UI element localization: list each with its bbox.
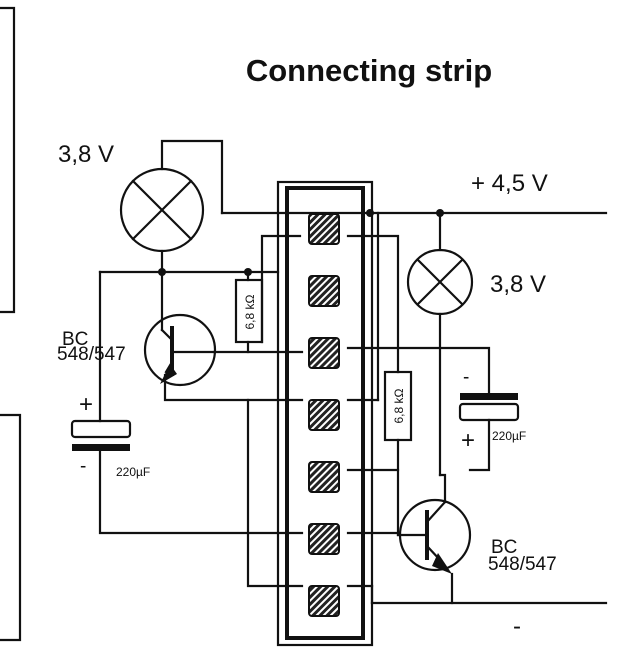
left-frame-bottom: [0, 413, 22, 642]
left-capacitor-value: 220µF: [116, 465, 150, 479]
right-transistor-type-line2: 548/547: [488, 554, 557, 575]
strip-terminal: [308, 275, 340, 307]
right-lamp-voltage: 3,8 V: [490, 271, 546, 298]
left-capacitor-plus: +: [79, 391, 93, 418]
right-lamp: [406, 248, 474, 316]
right-capacitor-value: 220µF: [492, 429, 526, 443]
left-resistor-value: 6,8 kΩ: [243, 294, 257, 329]
left-frame-top: [0, 6, 16, 314]
diagram-title: Connecting strip: [246, 53, 492, 88]
left-capacitor-minus: -: [80, 456, 86, 477]
left-lamp-voltage: 3,8 V: [58, 141, 114, 168]
left-lamp: [119, 167, 205, 253]
strip-terminal: [308, 399, 340, 431]
strip-terminals: [308, 213, 340, 617]
right-transistor-type-line1: BC: [491, 537, 517, 558]
connecting-strip: [276, 180, 374, 647]
strip-terminal: [308, 213, 340, 245]
strip-terminal: [308, 585, 340, 617]
right-capacitor-minus: -: [463, 367, 469, 388]
left-resistor: 6,8 kΩ: [234, 278, 264, 344]
positive-supply-label: + 4,5 V: [471, 170, 548, 197]
right-capacitor: [458, 393, 520, 422]
left-transistor-type-line1: BC: [62, 329, 88, 350]
negative-supply-label: -: [513, 613, 521, 640]
left-capacitor: [70, 419, 132, 451]
right-transistor: [396, 498, 472, 574]
left-transistor-type-line2: 548/547: [57, 344, 126, 365]
right-resistor-value: 6,8 kΩ: [392, 388, 406, 423]
right-resistor: 6,8 kΩ: [383, 370, 413, 442]
strip-terminal: [308, 337, 340, 369]
strip-terminal: [308, 523, 340, 555]
left-transistor: [143, 313, 217, 387]
right-capacitor-plus: +: [461, 427, 475, 454]
strip-terminal: [308, 461, 340, 493]
